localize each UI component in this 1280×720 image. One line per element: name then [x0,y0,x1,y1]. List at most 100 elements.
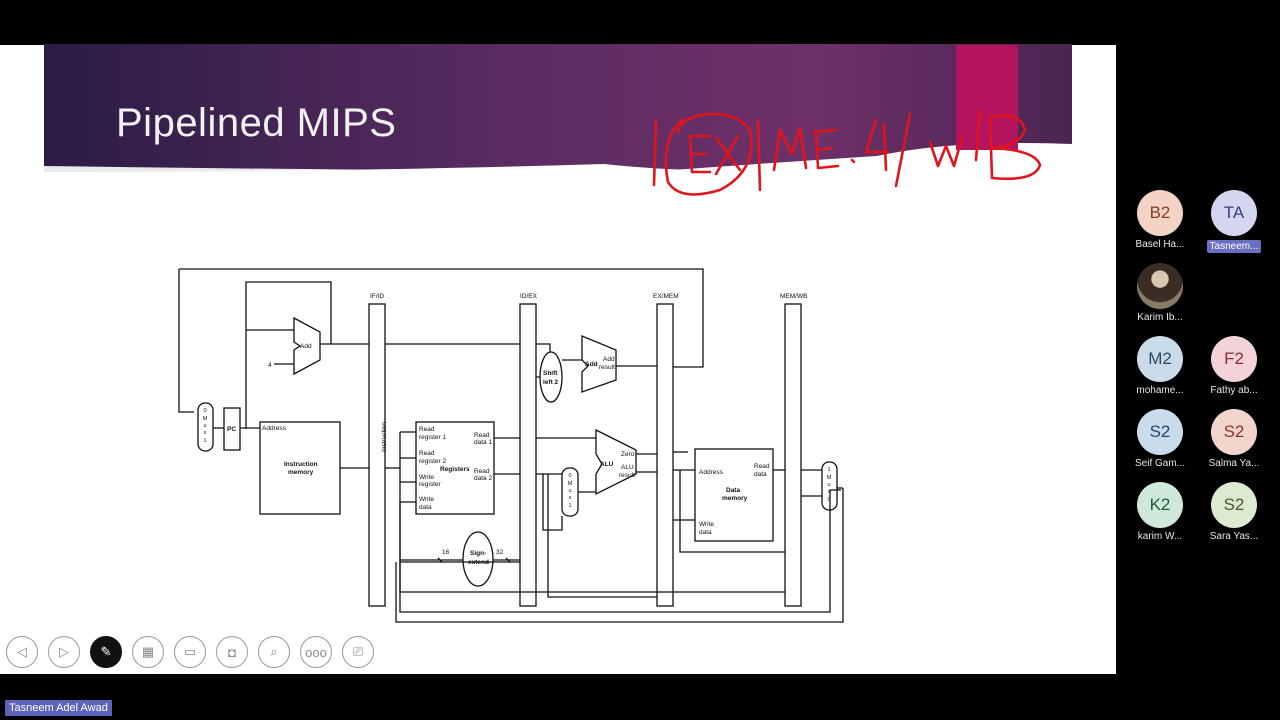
svg-text:1: 1 [827,467,830,473]
avatar: B2 [1137,190,1183,236]
svg-text:data 2: data 2 [474,475,492,482]
svg-text:32: 32 [496,549,504,556]
ink-annotation [652,108,1042,196]
slides-icon[interactable]: ▦ [132,636,164,668]
next-icon[interactable]: ▷ [48,636,80,668]
svg-text:result: result [619,472,635,479]
svg-text:result: result [599,364,615,371]
svg-text:register: register [419,481,442,488]
svg-text:u: u [568,488,571,494]
svg-text:1: 1 [203,438,206,444]
avatar: F2 [1211,336,1257,382]
pen-icon[interactable]: ✎ [90,636,122,668]
participant-name: Salma Ya... [1208,458,1260,469]
svg-text:0: 0 [827,497,830,503]
svg-text:IF/ID: IF/ID [370,293,384,300]
avatar: S2 [1211,482,1257,528]
svg-text:Write: Write [419,496,434,503]
svg-text:u: u [827,482,830,488]
svg-text:data: data [754,471,767,478]
svg-text:4: 4 [268,362,272,369]
svg-text:x: x [569,495,572,501]
idex-register [519,303,537,607]
memwb-register [784,303,802,607]
svg-text:M: M [203,416,208,422]
svg-text:0: 0 [203,408,206,414]
svg-text:x: x [828,489,831,495]
svg-text:Instruction: Instruction [381,422,388,452]
subtitles-icon[interactable]: ▭ [174,636,206,668]
svg-text:ALU: ALU [600,461,614,468]
svg-text:data: data [419,504,432,511]
slide-title: Pipelined MIPS [116,101,397,145]
participant-tile[interactable]: M2 mohame... [1120,336,1200,396]
svg-text:Shift: Shift [543,370,558,377]
svg-text:Read: Read [419,450,435,457]
avatar: TA [1211,190,1257,236]
title-banner [44,44,1072,172]
camera-icon[interactable]: ◘ [216,636,248,668]
zoom-icon[interactable]: ⌕ [258,636,290,668]
svg-text:register 2: register 2 [419,458,446,465]
svg-text:Sign-: Sign- [470,550,486,557]
participant-name: karim W... [1137,531,1183,542]
svg-text:Read: Read [474,468,490,475]
svg-text:Read: Read [419,426,435,433]
present-icon[interactable]: ⎚ [342,636,374,668]
participant-tile[interactable]: S2 Sara Yas... [1194,482,1274,542]
svg-text:Address: Address [699,469,724,476]
svg-text:PC: PC [227,426,236,433]
participant-tile[interactable]: TA Tasneem... [1194,190,1274,254]
participant-name: mohame... [1136,385,1184,396]
svg-text:u: u [203,423,206,429]
svg-text:ALU: ALU [621,464,634,471]
svg-text:memory: memory [288,469,314,476]
participant-name: Seif Gam... [1134,458,1185,469]
avatar: S2 [1137,409,1183,455]
svg-text:Write: Write [699,521,714,528]
participant-tile[interactable]: S2 Salma Ya... [1194,409,1274,469]
pipelined-mips-diagram: IF/ID ID/EX EX/MEM MEM/WB PC Add 4 Addre… [178,268,844,623]
svg-text:Add: Add [300,343,312,350]
participant-tile[interactable]: Karim Ib... [1120,263,1200,323]
svg-text:0: 0 [568,473,571,479]
participant-tile[interactable]: K2 karim W... [1120,482,1200,542]
svg-text:left 2: left 2 [543,379,559,386]
prev-icon[interactable]: ◁ [6,636,38,668]
slideshow-toolbar: ◁ ▷ ✎ ▦ ▭ ◘ ⌕ ooo ⎚ [6,636,374,668]
svg-text:data: data [699,529,712,536]
svg-text:Read: Read [754,463,770,470]
svg-text:Registers: Registers [440,466,470,473]
svg-text:16: 16 [442,549,450,556]
svg-text:EX/MEM: EX/MEM [653,293,679,300]
svg-text:M: M [568,481,573,487]
svg-text:memory: memory [722,495,748,502]
svg-text:Read: Read [474,432,490,439]
ifid-register [368,303,386,607]
exmem-register [656,303,674,607]
svg-text:Add: Add [585,361,598,368]
participant-name: Basel Ha... [1135,239,1185,250]
avatar [1137,263,1183,309]
svg-text:Instruction: Instruction [284,461,318,468]
pink-accent [956,45,1018,150]
svg-text:data 1: data 1 [474,439,492,446]
svg-text:Write: Write [419,474,434,481]
svg-text:register 1: register 1 [419,434,446,441]
participant-name: Sara Yas... [1209,531,1259,542]
participant-tile[interactable]: F2 Fathy ab... [1194,336,1274,396]
avatar: K2 [1137,482,1183,528]
participant-name: Karim Ib... [1137,312,1183,323]
svg-text:M: M [827,475,832,481]
svg-text:MEM/WB: MEM/WB [780,293,807,300]
active-speaker-label: Tasneem Adel Awad [5,700,112,716]
svg-text:ID/EX: ID/EX [520,293,538,300]
svg-text:Zero: Zero [621,451,635,458]
more-icon[interactable]: ooo [300,636,332,668]
participant-tile[interactable]: B2 Basel Ha... [1120,190,1200,250]
svg-text:x: x [204,430,207,436]
participant-name: Fathy ab... [1210,385,1258,396]
avatar: S2 [1211,409,1257,455]
participant-tile[interactable]: S2 Seif Gam... [1120,409,1200,469]
svg-text:Data: Data [726,487,740,494]
